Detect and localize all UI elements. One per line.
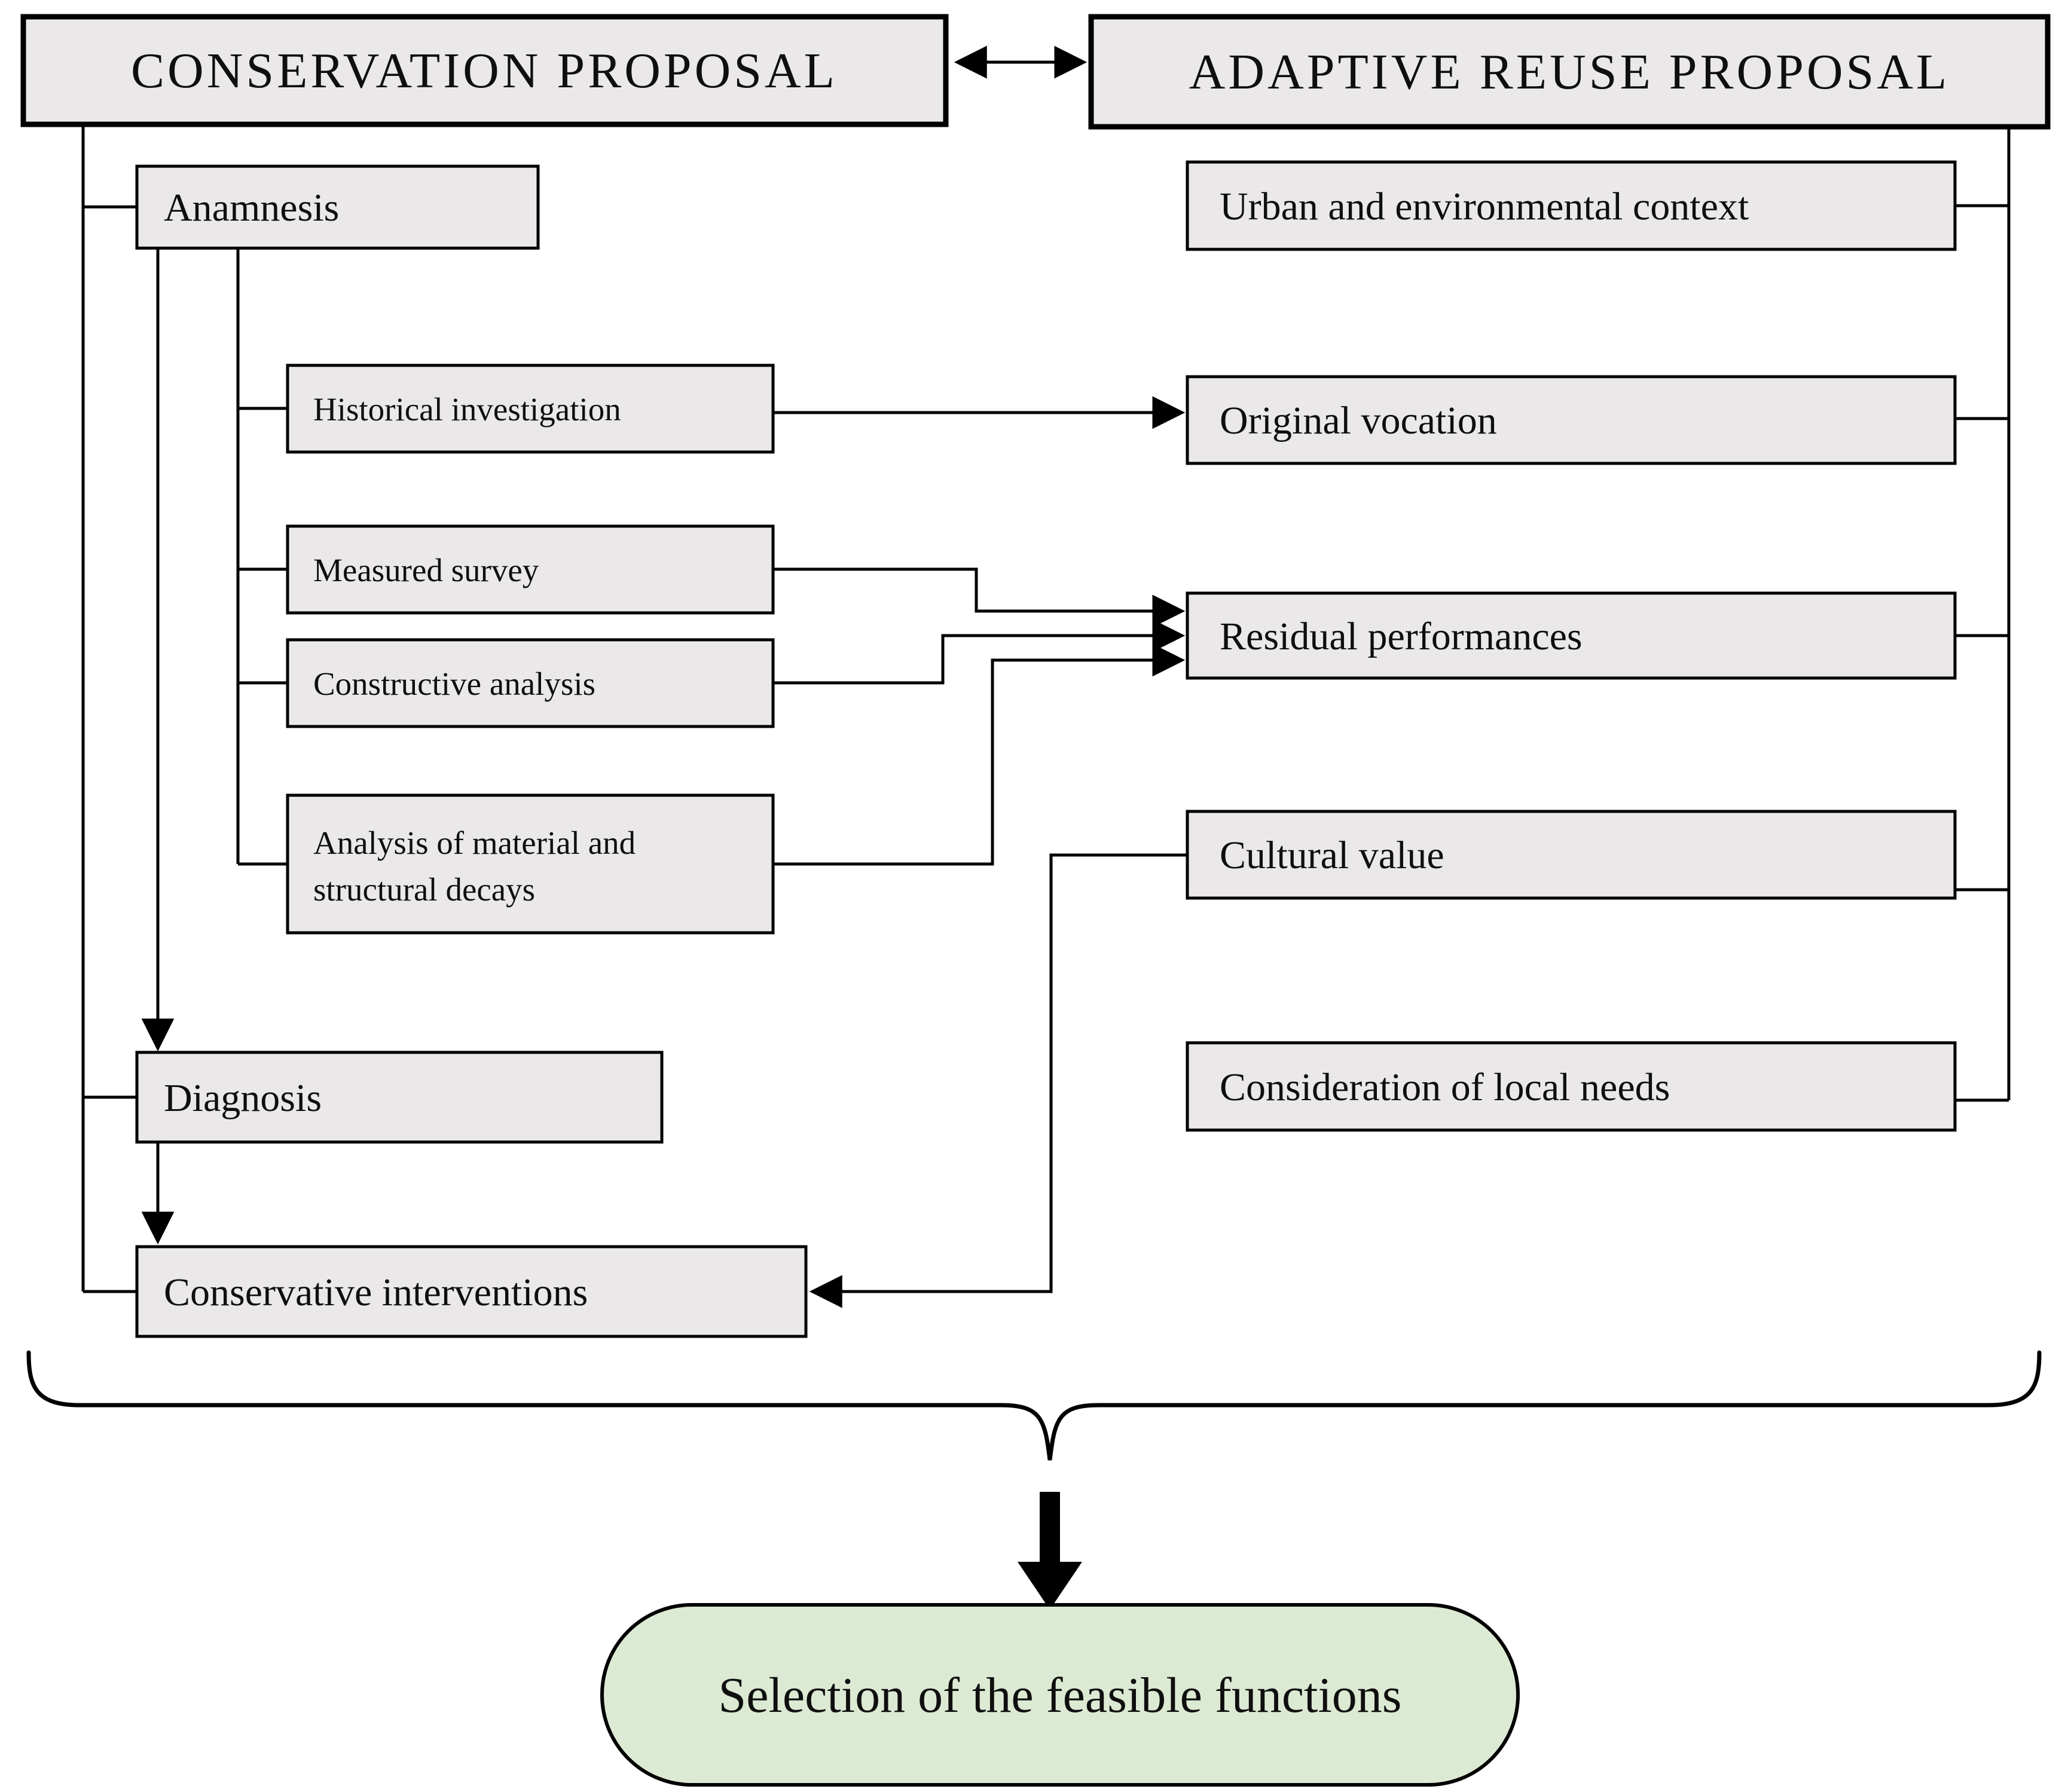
- constructive-analysis-box: [286, 638, 775, 728]
- anamnesis-label: Anamnesis: [164, 186, 339, 230]
- adaptive-reuse-proposal-box: [1088, 14, 2051, 130]
- residual-performances-box: [1186, 591, 1957, 680]
- diagnosis-label: Diagnosis: [164, 1076, 322, 1120]
- cultural-value-label: Cultural value: [1220, 834, 1444, 877]
- connector-lines: [81, 45, 2011, 1308]
- cultural-to-interventions-arrow: [809, 853, 1187, 1308]
- constructive-to-residual-arrow: [773, 619, 1186, 685]
- node-result: Selection of the feasible functions: [600, 1603, 1520, 1787]
- down-arrow-stem: [1040, 1492, 1060, 1564]
- down-arrow: [1018, 1492, 1082, 1610]
- adaptive-reuse-proposal-label: ADAPTIVE REUSE PROPOSAL: [1189, 44, 1950, 100]
- node-conservative-interventions: Conservative interventions: [135, 1245, 808, 1338]
- result-label: Selection of the feasible functions: [719, 1668, 1402, 1723]
- node-original-vocation: Original vocation: [1186, 375, 1957, 465]
- urban-context-box: [1186, 160, 1957, 251]
- node-adaptive-reuse-proposal: ADAPTIVE REUSE PROPOSAL: [1088, 14, 2051, 130]
- node-conservation-proposal: CONSERVATION PROPOSAL: [20, 14, 949, 127]
- node-diagnosis: Diagnosis: [135, 1051, 664, 1144]
- node-local-needs: Consideration of local needs: [1186, 1041, 1957, 1132]
- node-anamnesis: Anamnesis: [135, 164, 540, 250]
- decay-analysis-box: [286, 793, 775, 935]
- measured-to-residual-arrow: [773, 567, 1186, 628]
- down-arrow-head: [1018, 1562, 1082, 1610]
- conservative-interventions-box: [135, 1245, 808, 1338]
- conservation-proposal-box: [20, 14, 949, 127]
- anamnesis-box: [135, 164, 540, 250]
- conservation-proposal-label: CONSERVATION PROPOSAL: [131, 43, 838, 99]
- decay-to-residual-arrow: [773, 643, 1186, 866]
- local-needs-box: [1186, 1041, 1957, 1132]
- node-urban-context: Urban and environmental context: [1186, 160, 1957, 251]
- conservative-interventions-label: Conservative interventions: [164, 1271, 588, 1314]
- measured-survey-box: [286, 524, 775, 615]
- diagnosis-box: [135, 1051, 664, 1144]
- original-vocation-label: Original vocation: [1220, 399, 1497, 442]
- result-box: [600, 1603, 1520, 1787]
- node-cultural-value: Cultural value: [1186, 810, 1957, 900]
- underbrace: [26, 1350, 2042, 1461]
- decay-analysis-label-line2: structural decays: [313, 871, 535, 908]
- residual-performances-label: Residual performances: [1220, 615, 1583, 658]
- node-residual-performances: Residual performances: [1186, 591, 1957, 680]
- node-historical-investigation: Historical investigation: [286, 364, 775, 454]
- historical-investigation-label: Historical investigation: [313, 391, 621, 428]
- local-needs-label: Consideration of local needs: [1220, 1066, 1670, 1109]
- historical-investigation-box: [286, 364, 775, 454]
- measured-survey-label: Measured survey: [313, 552, 539, 588]
- urban-context-label: Urban and environmental context: [1220, 185, 1749, 228]
- cultural-value-box: [1186, 810, 1957, 900]
- node-measured-survey: Measured survey: [286, 524, 775, 615]
- constructive-analysis-label: Constructive analysis: [313, 665, 595, 702]
- original-vocation-box: [1186, 375, 1957, 465]
- node-constructive-analysis: Constructive analysis: [286, 638, 775, 728]
- node-decay-analysis: Analysis of material and structural deca…: [286, 793, 775, 935]
- decay-analysis-label-line1: Analysis of material and: [313, 825, 636, 861]
